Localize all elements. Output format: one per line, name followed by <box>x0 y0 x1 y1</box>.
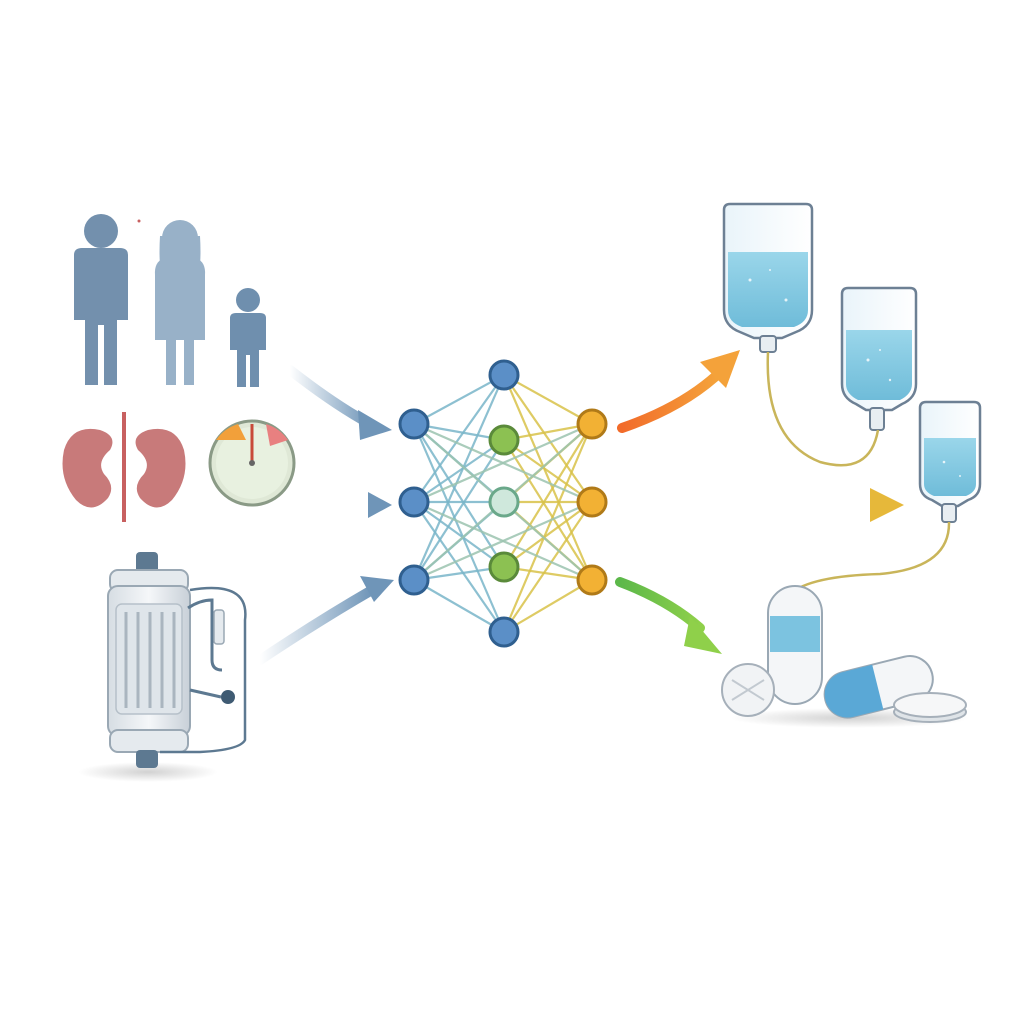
output-arrow-iv-fluids <box>617 350 740 433</box>
nn-edge <box>503 374 593 425</box>
nn-edge <box>503 501 593 568</box>
nn-edge <box>503 439 593 503</box>
nn-edge <box>413 500 593 582</box>
nn-edge <box>413 423 505 568</box>
nn-edge <box>503 579 593 633</box>
nn-input-node <box>398 408 430 440</box>
iv-bag-icon <box>722 202 982 595</box>
input-arrow-dialysis <box>255 576 394 665</box>
nn-edge <box>413 501 505 633</box>
neural-network-nodes <box>398 359 608 648</box>
input-arrow-patients <box>285 365 392 440</box>
input-arrow-vitals <box>285 492 392 518</box>
nn-edge <box>412 423 506 633</box>
pressure-gauge-icon <box>208 419 296 507</box>
nn-edge <box>413 374 505 503</box>
nn-hidden-node <box>488 359 520 391</box>
nn-edge <box>413 439 505 581</box>
nn-hidden-node <box>488 424 520 456</box>
nn-edge <box>413 579 505 633</box>
nn-edge <box>503 501 593 633</box>
nn-edge <box>413 501 505 568</box>
neural-network-icon <box>398 359 608 648</box>
nn-edge <box>503 439 593 581</box>
nn-edge <box>412 374 506 581</box>
dialyzer-icon <box>78 552 247 782</box>
nn-edge <box>413 422 593 504</box>
pills-icon <box>721 585 970 728</box>
nn-edge <box>413 439 505 503</box>
nn-hidden-node <box>488 486 520 518</box>
nn-hidden-node <box>488 616 520 648</box>
nn-edge <box>502 374 594 581</box>
nn-edge <box>502 423 594 633</box>
output-arrow-infusion <box>618 488 904 522</box>
kidney-icon <box>62 412 186 522</box>
nn-input-node <box>398 486 430 518</box>
nn-edge <box>503 423 593 568</box>
patient-family-icon <box>74 214 266 387</box>
output-arrow-medication <box>615 577 722 654</box>
nn-output-node <box>576 408 608 440</box>
nn-input-node <box>398 564 430 596</box>
nn-output-node <box>576 486 608 518</box>
nn-hidden-node <box>488 551 520 583</box>
nn-output-node <box>576 564 608 596</box>
nn-edge <box>503 374 593 503</box>
nn-edge <box>413 374 505 425</box>
